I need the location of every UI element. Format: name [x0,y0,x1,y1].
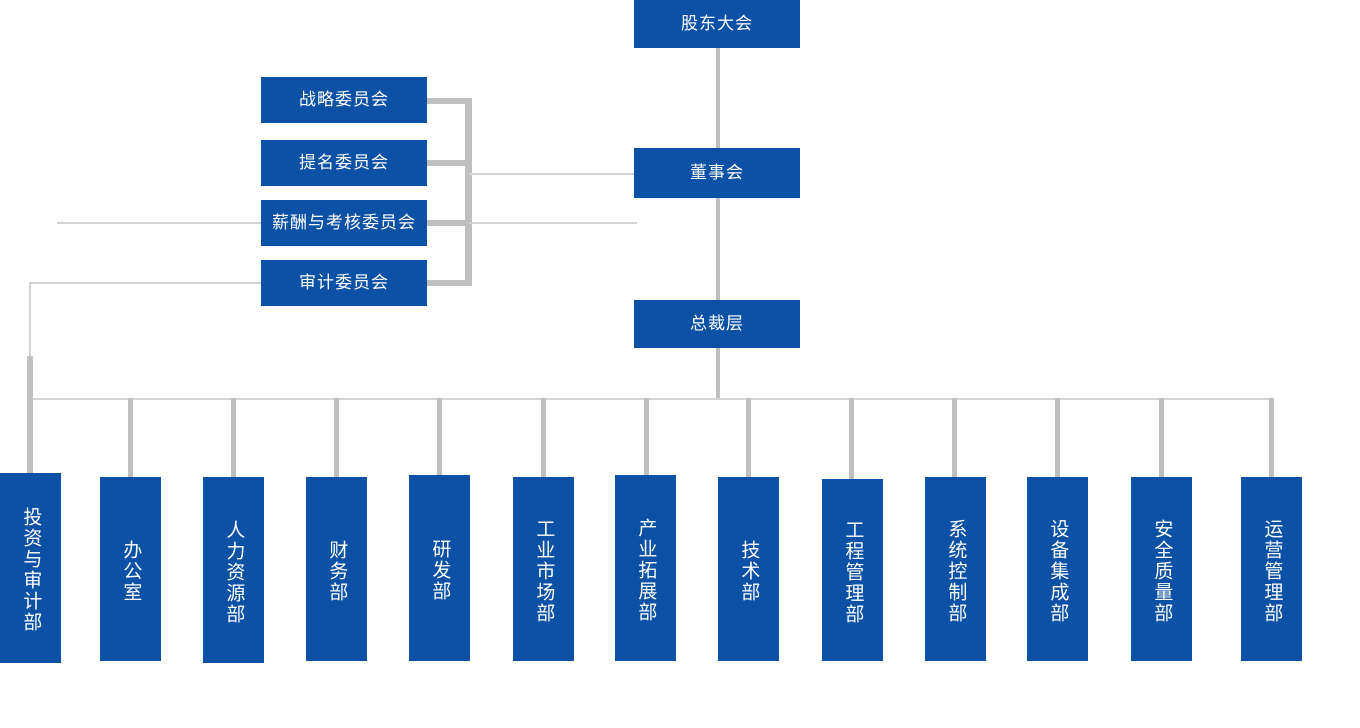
connector-investment-audit-rail [27,356,33,481]
node-label-finance-dept: 财务部 [326,539,349,603]
connector-board-to-president [716,198,720,300]
connector-committee-spine [465,98,472,286]
node-label-technology-dept: 技术部 [738,539,761,603]
node-label-strategy-committee: 战略委员会 [299,89,389,110]
node-label-rd-dept: 研发部 [429,538,452,602]
connector-drop-finance-dept [334,398,339,480]
node-label-hr-dept: 人力资源部 [223,519,246,625]
connector-drop-safety-quality-dept [1159,398,1164,480]
node-finance-dept[interactable]: 财务部 [306,477,367,661]
connector-compensation-committee-left [57,222,262,224]
connector-drop-operations-management-dept [1269,398,1274,480]
connector-drop-equipment-integration-dept [1055,398,1060,480]
connector-compensation-committee-stub [426,220,472,226]
node-label-equipment-integration-dept: 设备集成部 [1047,518,1070,624]
connector-drop-engineering-management-dept [849,398,854,480]
node-audit-committee[interactable]: 审计委员会 [261,260,427,306]
node-label-nomination-committee: 提名委员会 [299,152,389,173]
connector-drop-industrial-market-dept [541,398,546,480]
node-operations-management-dept[interactable]: 运营管理部 [1241,477,1302,661]
node-industrial-market-dept[interactable]: 工业市场部 [513,477,574,661]
node-label-investment-audit-dept: 投资与审计部 [20,507,43,633]
node-label-industrial-market-dept: 工业市场部 [533,518,556,624]
node-board-of-directors[interactable]: 董事会 [634,148,800,198]
node-label-board-of-directors: 董事会 [690,162,744,183]
node-president-level[interactable]: 总裁层 [634,300,800,348]
connector-nomination-committee-stub [426,160,472,166]
connector-president-to-bus [716,348,720,400]
node-label-safety-quality-dept: 安全质量部 [1151,518,1174,624]
node-engineering-management-dept[interactable]: 工程管理部 [822,479,883,661]
node-system-control-dept[interactable]: 系统控制部 [925,477,986,661]
node-office-dept[interactable]: 办公室 [100,477,161,661]
node-label-office-dept: 办公室 [120,539,143,603]
node-strategy-committee[interactable]: 战略委员会 [261,77,427,123]
node-investment-audit-dept[interactable]: 投资与审计部 [0,473,61,663]
connector-committees-to-board [469,173,637,175]
node-label-operations-management-dept: 运营管理部 [1261,518,1284,624]
connector-drop-rd-dept [437,398,442,480]
node-label-president-level: 总裁层 [690,313,744,334]
node-label-audit-committee: 审计委员会 [299,272,389,293]
connector-drop-industry-expansion-dept [644,398,649,480]
node-label-engineering-management-dept: 工程管理部 [842,519,865,625]
connector-audit-committee-left [29,282,262,284]
node-hr-dept[interactable]: 人力资源部 [203,477,264,663]
connector-drop-technology-dept [746,398,751,480]
node-nomination-committee[interactable]: 提名委员会 [261,140,427,186]
connector-drop-hr-dept [231,398,236,480]
node-label-shareholders-meeting: 股东大会 [681,13,753,34]
connector-shareholders-to-board [716,48,720,149]
node-safety-quality-dept[interactable]: 安全质量部 [1131,477,1192,661]
node-industry-expansion-dept[interactable]: 产业拓展部 [615,475,676,661]
connector-audit-left-rail [29,282,31,400]
node-equipment-integration-dept[interactable]: 设备集成部 [1027,477,1088,661]
connector-drop-office-dept [128,398,133,480]
node-label-compensation-committee: 薪酬与考核委员会 [272,212,416,233]
node-label-system-control-dept: 系统控制部 [945,518,968,624]
node-compensation-committee[interactable]: 薪酬与考核委员会 [261,200,427,246]
node-rd-dept[interactable]: 研发部 [409,475,470,661]
connector-compensation-committee-right [469,222,637,224]
connector-strategy-committee-stub [426,98,472,104]
node-label-industry-expansion-dept: 产业拓展部 [635,517,658,623]
connector-drop-system-control-dept [952,398,957,480]
node-shareholders-meeting[interactable]: 股东大会 [634,0,800,48]
connector-audit-committee-stub [426,280,472,286]
connector-department-bus [29,398,1273,400]
node-technology-dept[interactable]: 技术部 [718,477,779,661]
